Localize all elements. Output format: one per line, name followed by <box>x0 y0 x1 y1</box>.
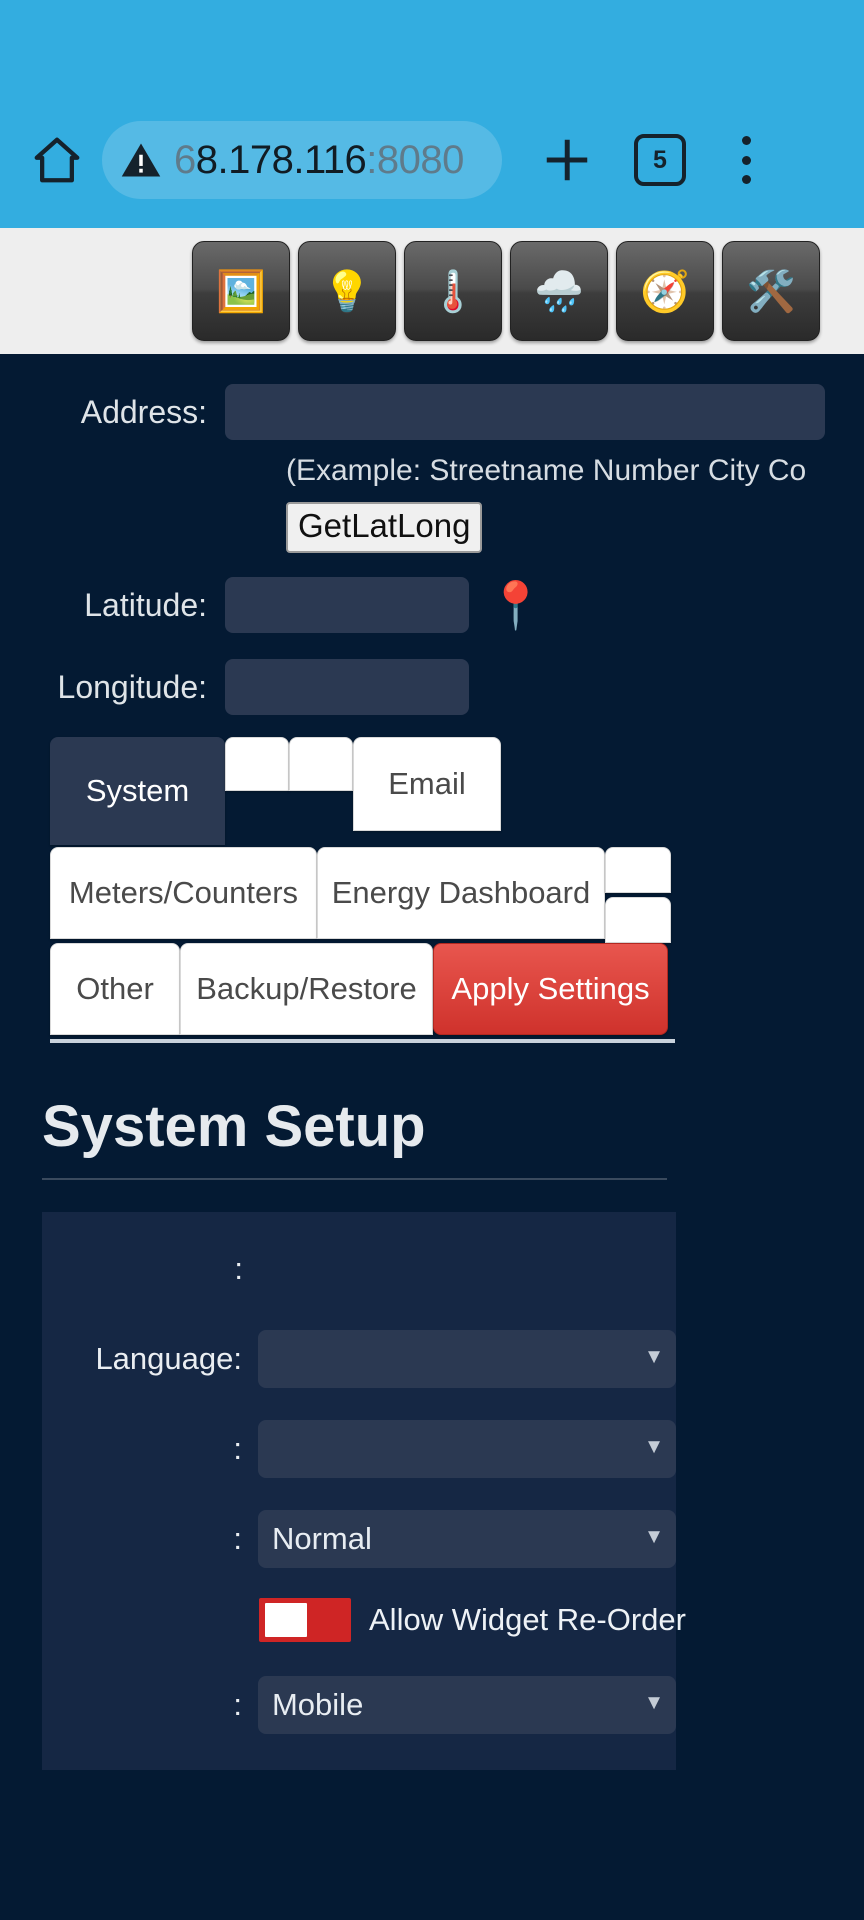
address-row: Address: <box>0 384 864 440</box>
language-select[interactable]: ▾ <box>257 1330 676 1388</box>
settings-tabstrip: System Email Meters/Counters Energy Dash… <box>50 737 840 1043</box>
longitude-row: Longitude: <box>0 659 864 715</box>
tab-email-label: Email <box>388 766 466 801</box>
tab-backup-restore-label: Backup/Restore <box>196 971 417 1006</box>
overflow-menu-icon[interactable] <box>726 132 766 188</box>
thermometer-icon: 🌡️ <box>428 269 478 314</box>
page-title: System Setup <box>42 1094 426 1159</box>
chevron-down-icon: ▾ <box>647 1432 660 1460</box>
address-example-hint: (Example: Streetname Number City Co <box>286 454 807 487</box>
url-text: 68.178.116:8080 <box>174 138 464 183</box>
chevron-down-icon: ▾ <box>647 1688 660 1716</box>
toggle-knob <box>265 1603 307 1637</box>
address-input[interactable] <box>225 384 825 440</box>
compass-gauge-icon: 🧭 <box>640 269 690 314</box>
dashboard-icon: 🖼️ <box>216 269 266 314</box>
settings-row-3: : Normal ▾ <box>42 1502 676 1576</box>
tab-energy-dashboard[interactable]: Energy Dashboard <box>317 847 605 939</box>
settings-row-4-value: Mobile <box>271 1687 364 1722</box>
widget-reorder-label: Allow Widget Re-Order <box>369 1602 686 1637</box>
tabstrip-row-3: Other Backup/Restore Apply Settings <box>50 943 840 1035</box>
location-form: Address: (Example: Streetname Number Cit… <box>0 354 864 715</box>
widget-reorder-row: Allow Widget Re-Order <box>42 1598 686 1642</box>
longitude-input[interactable] <box>225 659 469 715</box>
page-content: Address: (Example: Streetname Number Cit… <box>0 354 864 1920</box>
section-divider <box>42 1178 667 1180</box>
settings-row-spacer: : <box>42 1232 676 1306</box>
tab-email[interactable]: Email <box>353 737 501 831</box>
map-pin-icon[interactable]: 📍 <box>487 579 545 631</box>
tabstrip-row-2: Meters/Counters Energy Dashboard <box>50 847 840 943</box>
language-label: Language: <box>95 1341 242 1376</box>
lights-icon-button[interactable]: 💡 <box>298 241 396 341</box>
dashboard-icon-button[interactable]: 🖼️ <box>192 241 290 341</box>
lightbulb-icon: 💡 <box>322 269 372 314</box>
latitude-input[interactable] <box>225 577 469 633</box>
url-prefix: 6 <box>174 137 196 182</box>
tab-meters-counters[interactable]: Meters/Counters <box>50 847 317 939</box>
new-tab-button[interactable] <box>538 131 596 189</box>
app-icon-toolbar: 🖼️ 💡 🌡️ 🌧️ 🧭 🛠️ <box>0 228 864 354</box>
settings-row-3-select[interactable]: Normal ▾ <box>257 1510 676 1568</box>
longitude-label: Longitude: <box>57 668 207 705</box>
settings-row-2: : ▾ <box>42 1412 676 1486</box>
tabstrip-underline <box>50 1039 675 1043</box>
getlatlong-button[interactable]: GetLatLong <box>286 502 483 553</box>
chevron-down-icon: ▾ <box>647 1522 660 1550</box>
settings-row-language: Language: ▾ <box>42 1322 676 1396</box>
url-host: 8.178.116 <box>195 137 367 182</box>
latitude-row: Latitude: 📍 <box>0 577 864 633</box>
tab-system-label: System <box>85 773 190 808</box>
tab-blank-1[interactable] <box>225 737 289 791</box>
chevron-down-icon: ▾ <box>647 1342 660 1370</box>
settings-row-3-value: Normal <box>271 1521 372 1556</box>
settings-row-4-select[interactable]: Mobile ▾ <box>257 1676 676 1734</box>
tabstrip-row-2-blanks <box>605 847 671 943</box>
tools-icon: 🛠️ <box>746 269 796 314</box>
apply-settings-button[interactable]: Apply Settings <box>433 943 668 1035</box>
url-bar[interactable]: 68.178.116:8080 <box>102 121 502 199</box>
tab-counter-button[interactable]: 5 <box>634 134 686 186</box>
browser-toolbar-row: 68.178.116:8080 5 <box>0 112 864 208</box>
settings-row-2-label: : <box>233 1431 242 1466</box>
tab-energy-dashboard-label: Energy Dashboard <box>331 875 591 910</box>
tab-blank-2[interactable] <box>289 737 353 791</box>
tab-blank-4[interactable] <box>605 897 671 943</box>
latitude-label: Latitude: <box>84 586 207 623</box>
warning-triangle-icon <box>118 137 164 183</box>
energy-icon-button[interactable]: 🧭 <box>616 241 714 341</box>
url-port: :8080 <box>366 137 464 182</box>
apply-settings-label: Apply Settings <box>451 971 650 1006</box>
weather-icon-button[interactable]: 🌧️ <box>510 241 608 341</box>
widget-reorder-toggle[interactable] <box>259 1598 351 1642</box>
tab-other[interactable]: Other <box>50 943 180 1035</box>
temperature-icon-button[interactable]: 🌡️ <box>404 241 502 341</box>
tab-count-label: 5 <box>653 145 667 174</box>
settings-row-spacer-label: : <box>234 1251 243 1286</box>
cloud-rain-icon: 🌧️ <box>534 269 584 314</box>
system-setup-panel: : Language: ▾ : ▾ : Normal ▾ <box>42 1212 686 1770</box>
settings-icon-button[interactable]: 🛠️ <box>722 241 820 341</box>
settings-row-2-select[interactable]: ▾ <box>257 1420 676 1478</box>
address-label: Address: <box>80 393 207 430</box>
tabstrip-row-1: System Email <box>50 737 840 845</box>
settings-row-4-label: : <box>233 1687 242 1722</box>
tab-other-label: Other <box>76 971 154 1006</box>
settings-row-3-label: : <box>233 1521 242 1556</box>
browser-chrome: 68.178.116:8080 5 <box>0 0 864 228</box>
tab-blank-3[interactable] <box>605 847 671 893</box>
tab-system[interactable]: System <box>50 737 225 845</box>
tab-backup-restore[interactable]: Backup/Restore <box>180 943 433 1035</box>
home-icon[interactable] <box>26 129 88 191</box>
tab-meters-counters-label: Meters/Counters <box>68 875 299 910</box>
settings-row-4: : Mobile ▾ <box>42 1668 676 1742</box>
